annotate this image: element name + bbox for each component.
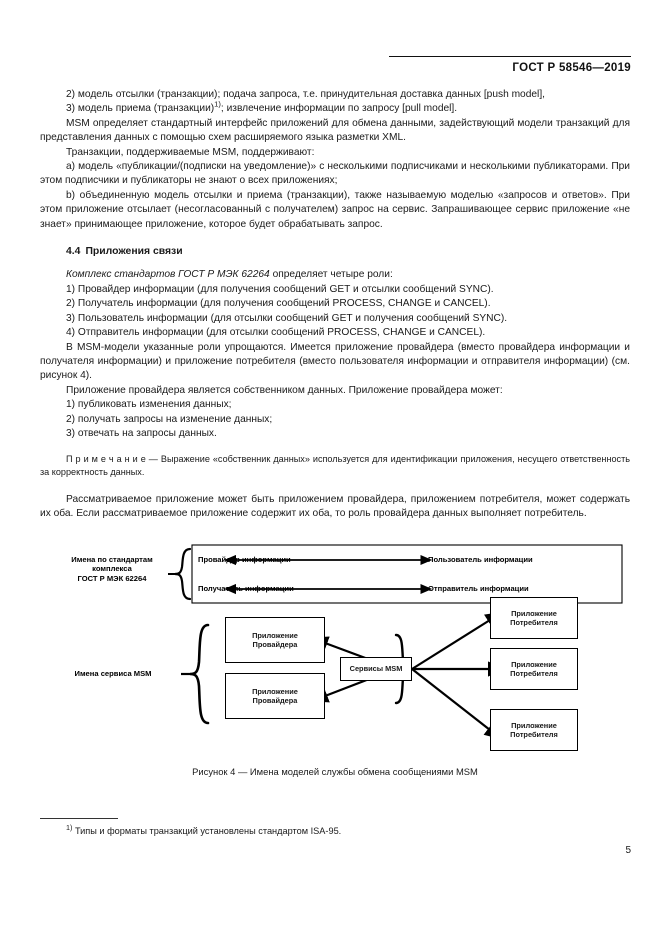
- paragraph-msm: MSM определяет стандартный интерфейс при…: [40, 117, 630, 144]
- figure-4: Имена по стандартам комплекса ГОСТ Р МЭК…: [40, 543, 635, 773]
- section-number: 4.4: [66, 246, 81, 258]
- footnote: 1) Типы и форматы транзакций установлены…: [40, 822, 600, 838]
- consumer-application-box-2: Приложение Потребителя: [490, 648, 578, 690]
- list-item-b: b) объединенную модель отсылки и приема …: [40, 189, 630, 230]
- standard-title: ГОСТ Р 58546—2019: [512, 62, 631, 74]
- role-label-receiver-info: Получатель информации: [198, 584, 338, 593]
- provider-item-2: 2) получать запросы на изменение данных;: [66, 413, 273, 425]
- paragraph-msm-model: В MSM-модели указанные роли упрощаются. …: [40, 341, 630, 382]
- role-label-sender-info-text: Отправитель информации: [428, 584, 529, 593]
- provider-box-2-line-2: Провайдера: [252, 696, 298, 705]
- paragraph-provider-owner: Приложение провайдера является собственн…: [66, 384, 503, 396]
- footnote-separator: [40, 818, 118, 819]
- role-label-sender-info: Отправитель информации: [428, 584, 578, 593]
- note-block: П р и м е ч а н и е — Выражение «собстве…: [40, 441, 630, 478]
- consumer-box-1-line-2: Потребителя: [510, 618, 558, 627]
- page-header: ГОСТ Р 58546—2019: [40, 58, 631, 76]
- services-msm-text: Сервисы MSM: [349, 664, 403, 674]
- provider-item-3: 3) отвечать на запросы данных.: [66, 427, 217, 439]
- provider-box-2-line-1: Приложение: [252, 686, 298, 696]
- left-label-line-3: ГОСТ Р МЭК 62264: [77, 573, 147, 583]
- provider-application-box-2: Приложение Провайдера: [225, 673, 325, 719]
- consumer-application-box-1: Приложение Потребителя: [490, 597, 578, 639]
- provider-box-1-line-1: Приложение: [252, 630, 298, 640]
- body-text: 2) модель отсылки (транзакции); подача з…: [40, 88, 630, 521]
- section-title: Приложения связи: [85, 246, 183, 258]
- paragraph-considered-app: Рассматриваемое приложение может быть пр…: [40, 493, 630, 519]
- paragraph-roles-rest: определяет четыре роли:: [269, 269, 393, 281]
- page-number: 5: [625, 845, 631, 856]
- note-label: П р и м е ч а н и е: [66, 454, 146, 465]
- list-item-3: 3) модель приема (транзакции)1); извлече…: [40, 100, 630, 116]
- left-label-line-1: Имена по стандартам: [71, 555, 153, 564]
- provider-box-1-line-2: Провайдера: [252, 640, 298, 649]
- header-rule: [389, 56, 631, 57]
- consumer-box-2-line-2: Потребителя: [510, 669, 558, 678]
- services-msm-box: Сервисы MSM: [340, 657, 412, 681]
- consumer-box-3-line-1: Приложение: [511, 720, 557, 730]
- list-item-3-post: ; извлечение информации по запросу [pull…: [220, 103, 458, 115]
- figure-caption: Рисунок 4 — Имена моделей службы обмена …: [192, 766, 478, 777]
- role-item-3: 3) Пользователь информации (для отсылки …: [66, 312, 508, 324]
- role-label-provider-info-text: Провайдер информации: [198, 555, 291, 564]
- list-item-3-pre: 3) модель приема (транзакции): [66, 103, 215, 115]
- provider-application-box-1: Приложение Провайдера: [225, 617, 325, 663]
- note-text: — Выражение «собственник данных» использ…: [40, 454, 630, 477]
- figure-left-label-msm: Имена сервиса MSM: [48, 669, 178, 678]
- role-item-2: 2) Получатель информации (для получения …: [66, 298, 491, 310]
- figure-left-label-standards: Имена по стандартам комплекса ГОСТ Р МЭК…: [48, 555, 176, 583]
- footnote-marker: 1): [214, 100, 221, 110]
- consumer-application-box-3: Приложение Потребителя: [490, 709, 578, 751]
- left-label-line-2: комплекса: [92, 564, 132, 574]
- role-label-provider-info: Провайдер информации: [198, 555, 338, 564]
- consumer-box-3-line-2: Потребителя: [510, 730, 558, 739]
- provider-item-1: 1) публиковать изменения данных;: [66, 399, 232, 411]
- role-label-user-info: Пользователь информации: [428, 555, 578, 564]
- list-item-a: a) модель «публикации/(подписки на уведо…: [40, 161, 630, 187]
- role-item-1: 1) Провайдер информации (для получения с…: [66, 283, 494, 295]
- footnote-number: 1): [66, 822, 73, 832]
- role-label-receiver-info-text: Получатель информации: [198, 584, 294, 593]
- standard-reference: Комплекс стандартов ГОСТ Р МЭК 62264: [66, 269, 270, 281]
- role-item-4: 4) Отправитель информации (для отсылки с…: [66, 327, 486, 339]
- footnote-text: Типы и форматы транзакций установлены ст…: [72, 826, 342, 836]
- section-heading: 4.4 Приложения связи: [40, 232, 630, 268]
- role-label-user-info-text: Пользователь информации: [428, 555, 533, 564]
- paragraph-transactions: Транзакции, поддерживаемые MSM, поддержи…: [66, 146, 315, 158]
- list-item-2: 2) модель отсылки (транзакции); подача з…: [66, 89, 545, 100]
- consumer-box-1-line-1: Приложение: [511, 608, 557, 618]
- consumer-box-2-line-1: Приложение: [511, 659, 557, 669]
- paragraph-roles-intro: Комплекс стандартов ГОСТ Р МЭК 62264 опр…: [40, 268, 630, 282]
- left-label-msm-text: Имена сервиса MSM: [74, 669, 152, 678]
